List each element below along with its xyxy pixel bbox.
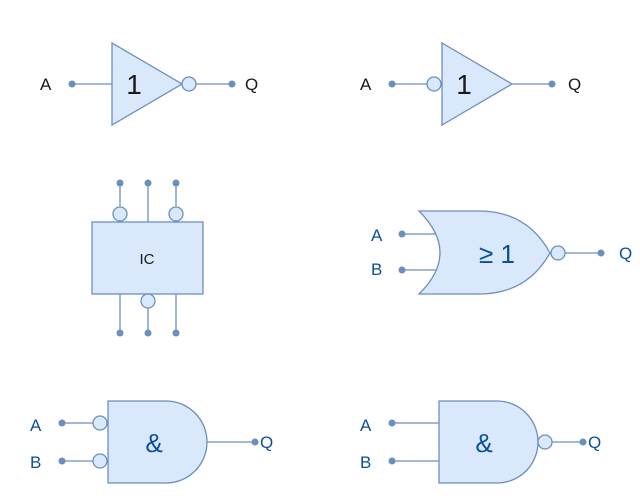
- inversion-bubble: [140, 293, 156, 309]
- input-label-a: A: [360, 75, 372, 94]
- output-terminal: [579, 438, 587, 446]
- inversion-bubble: [426, 76, 442, 92]
- input-label-a: A: [360, 416, 372, 435]
- buffer-triangle: [441, 41, 514, 127]
- nor-gate[interactable]: A B ≥ 1 Q: [371, 210, 632, 295]
- not-gate-input-inverted[interactable]: A 1 Q: [360, 41, 581, 127]
- pin-terminal: [144, 329, 152, 337]
- output-terminal: [251, 438, 259, 446]
- not-gate-output-inverted[interactable]: A 1 Q: [40, 41, 258, 127]
- input-label-a: A: [30, 416, 42, 435]
- inversion-bubble: [112, 206, 128, 222]
- inversion-bubble: [537, 434, 553, 450]
- gate-symbol: 1: [456, 69, 472, 100]
- inversion-bubble-a: [92, 415, 108, 431]
- input-label-a: A: [371, 226, 383, 245]
- output-label-q: Q: [568, 75, 581, 94]
- output-label-q: Q: [619, 244, 632, 263]
- output-terminal: [228, 80, 236, 88]
- output-label-q: Q: [588, 433, 601, 452]
- inversion-bubble-b: [92, 453, 108, 469]
- inversion-bubble: [168, 206, 184, 222]
- ic-block[interactable]: IC: [91, 179, 204, 337]
- input-label-a: A: [40, 75, 52, 94]
- input-label-b: B: [30, 453, 41, 472]
- ic-body: [91, 221, 204, 295]
- and-body: [107, 400, 208, 484]
- inversion-bubble: [550, 245, 566, 261]
- pin-terminal: [116, 329, 124, 337]
- input-label-b: B: [371, 260, 382, 279]
- gate-symbol: ≥ 1: [479, 239, 515, 269]
- output-label-q: Q: [245, 75, 258, 94]
- nand-gate[interactable]: A B & Q: [360, 400, 601, 484]
- and-gate-inverted-inputs[interactable]: A B & Q: [30, 400, 273, 484]
- or-body: [417, 210, 551, 295]
- gate-symbol: &: [475, 428, 492, 458]
- inversion-bubble: [181, 76, 197, 92]
- buffer-triangle: [111, 41, 184, 127]
- output-terminal: [597, 249, 605, 257]
- gate-symbol: 1: [126, 69, 142, 100]
- output-terminal: [548, 80, 556, 88]
- gate-symbol: &: [145, 428, 162, 458]
- ic-label: IC: [140, 251, 155, 268]
- pin-terminal: [172, 329, 180, 337]
- input-label-b: B: [360, 453, 371, 472]
- output-label-q: Q: [260, 433, 273, 452]
